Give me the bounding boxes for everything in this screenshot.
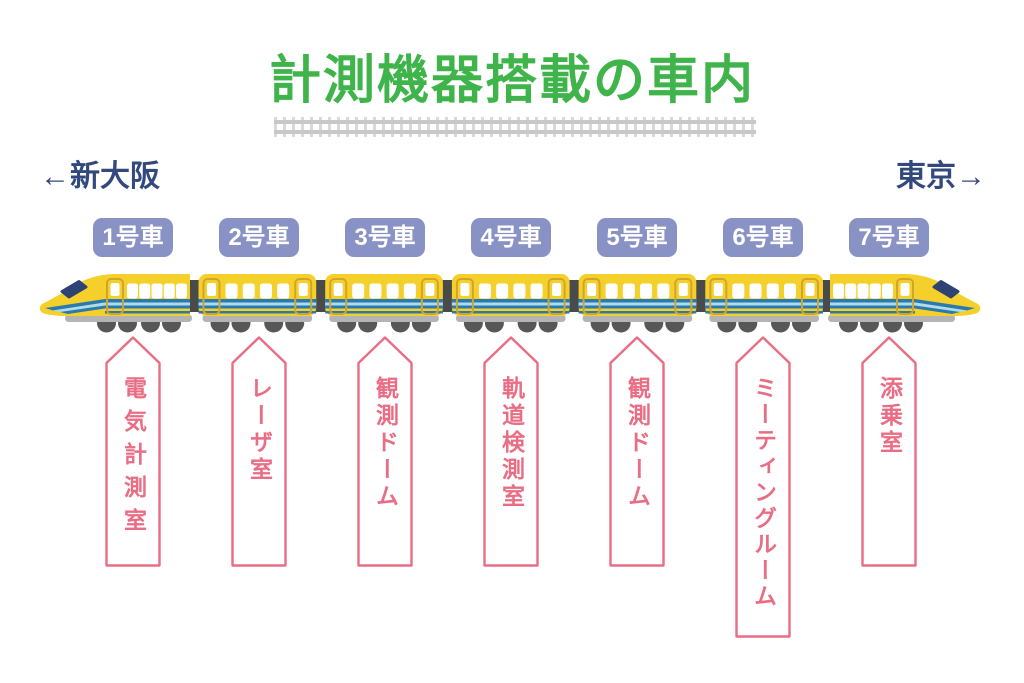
- room-label-text: レーザ室: [246, 376, 273, 484]
- room-label-2: レーザ室: [231, 336, 287, 567]
- room-label-pennant-outline: [483, 336, 539, 567]
- car-badge-label: 4号車: [480, 224, 542, 251]
- car-badge-label: 6号車: [732, 224, 794, 251]
- car-badge-label: 5号車: [606, 224, 668, 251]
- room-label-4: 軌道検測室: [483, 336, 539, 567]
- car-badge-label: 1号車: [102, 224, 164, 251]
- train-car-6: [705, 274, 823, 333]
- car-badge-2: 2号車: [219, 218, 299, 257]
- room-label-text: 電気計測室: [120, 376, 147, 541]
- room-label-3: 観測ドーム: [357, 336, 413, 567]
- car-badge-label: 7号車: [858, 224, 920, 251]
- car-badge-5: 5号車: [597, 218, 677, 257]
- car-badge-7: 7号車: [849, 218, 929, 257]
- room-label-5: 観測ドーム: [609, 336, 665, 567]
- car-coupling: [693, 280, 708, 312]
- railroad-track-icon: [274, 117, 756, 137]
- room-label-pennant-outline: [357, 336, 413, 567]
- car-coupling: [187, 280, 201, 312]
- room-label-text: 観測ドーム: [372, 376, 399, 511]
- doctor-yellow-train-illustration: [39, 274, 981, 333]
- windshield-icon: [932, 280, 960, 299]
- car-coupling: [440, 280, 455, 312]
- car-badge-label: 3号車: [354, 224, 416, 251]
- car-badge-3: 3号車: [345, 218, 425, 257]
- room-label-pennant-outline: [861, 336, 917, 567]
- room-label-7: 添乗室: [861, 336, 917, 567]
- room-label-text: 観測ドーム: [624, 376, 651, 511]
- page-title: 計測機器搭載の車内: [268, 52, 755, 110]
- car-coupling: [567, 280, 582, 312]
- train-car-5: [578, 274, 697, 333]
- train-car-7: [828, 274, 981, 333]
- car-badge-6: 6号車: [723, 218, 803, 257]
- room-label-6: ミーティングルーム: [735, 336, 791, 638]
- room-label-text: ミーティングルーム: [750, 376, 777, 610]
- car-badge-label: 2号車: [228, 224, 290, 251]
- windshield-icon: [60, 280, 88, 299]
- room-label-pennant-outline: [609, 336, 665, 567]
- direction-left-label: ←新大阪: [40, 160, 160, 193]
- room-label-1: 電気計測室: [105, 336, 161, 567]
- direction-right-label: 東京→: [896, 160, 986, 193]
- train-car-4: [451, 274, 570, 333]
- car-coupling: [313, 280, 328, 312]
- room-label-pennant-outline: [735, 336, 791, 638]
- room-label-text: 軌道検測室: [498, 376, 525, 511]
- train-car-2: [198, 274, 317, 333]
- train-car-3: [325, 274, 443, 333]
- room-label-pennant-outline: [105, 336, 161, 567]
- car-badge-1: 1号車: [93, 218, 173, 257]
- train-car-1: [39, 274, 192, 333]
- room-label-text: 添乗室: [876, 376, 903, 457]
- car-badge-4: 4号車: [471, 218, 551, 257]
- room-label-pennant-outline: [231, 336, 287, 567]
